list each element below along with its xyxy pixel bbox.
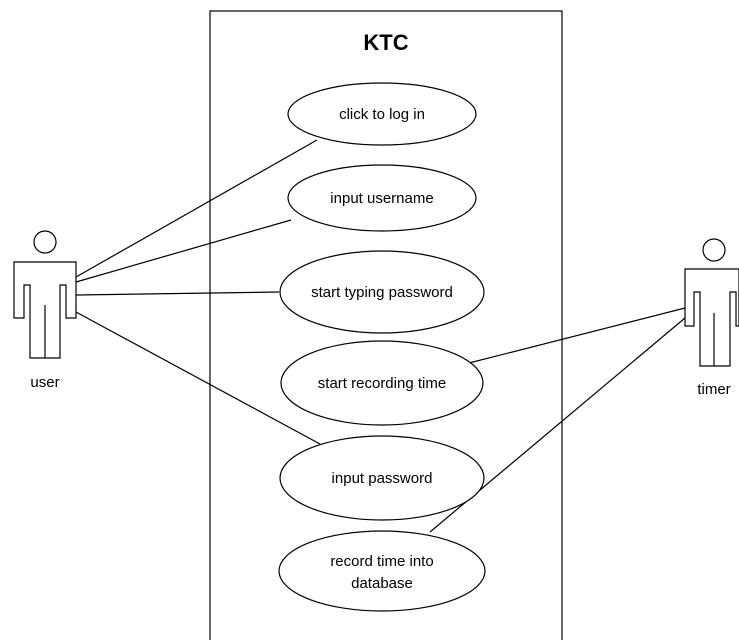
use-case-label: start recording time — [318, 375, 446, 392]
use-case-ellipse — [279, 435, 485, 521]
association-user-input-password — [75, 311, 321, 445]
use-case-label: input password — [332, 470, 433, 487]
actor-head — [33, 230, 57, 254]
use-case-record-time-into-database: record time into database — [278, 530, 486, 612]
system-boundary — [209, 10, 563, 640]
use-case-label: click to log in — [339, 106, 425, 123]
association-user-click-to-log-in — [75, 139, 318, 278]
use-case-label: start typing password — [311, 284, 453, 301]
actor-head — [702, 238, 726, 262]
actor-user: user — [13, 230, 77, 391]
use-case-label: input username — [330, 190, 433, 207]
use-case-ellipse — [278, 530, 486, 612]
use-case-input-password: input password — [279, 435, 485, 521]
associations — [75, 139, 686, 533]
use-case-input-username: input username — [287, 164, 477, 232]
association-timer-start-recording-time — [468, 307, 686, 364]
actor-timer-label: timer — [697, 381, 730, 398]
use-case-ellipse — [279, 250, 485, 334]
actor-timer: timer — [684, 238, 739, 398]
use-case-ellipse — [287, 82, 477, 146]
association-user-input-username — [75, 219, 292, 283]
use-case-start-typing-password: start typing password — [279, 250, 485, 334]
use-case-ellipse — [280, 340, 484, 426]
use-case-start-recording-time: start recording time — [280, 340, 484, 426]
use-case-label-line-2: database — [351, 575, 413, 592]
actor-user-label: user — [30, 374, 59, 391]
actor-body — [684, 268, 739, 367]
use-case-ellipse — [287, 164, 477, 232]
association-user-start-typing-password — [75, 291, 280, 296]
use-case-label-line-1: record time into — [330, 553, 433, 570]
system-title: KTC — [363, 30, 408, 55]
use-case-click-to-log-in: click to log in — [287, 82, 477, 146]
